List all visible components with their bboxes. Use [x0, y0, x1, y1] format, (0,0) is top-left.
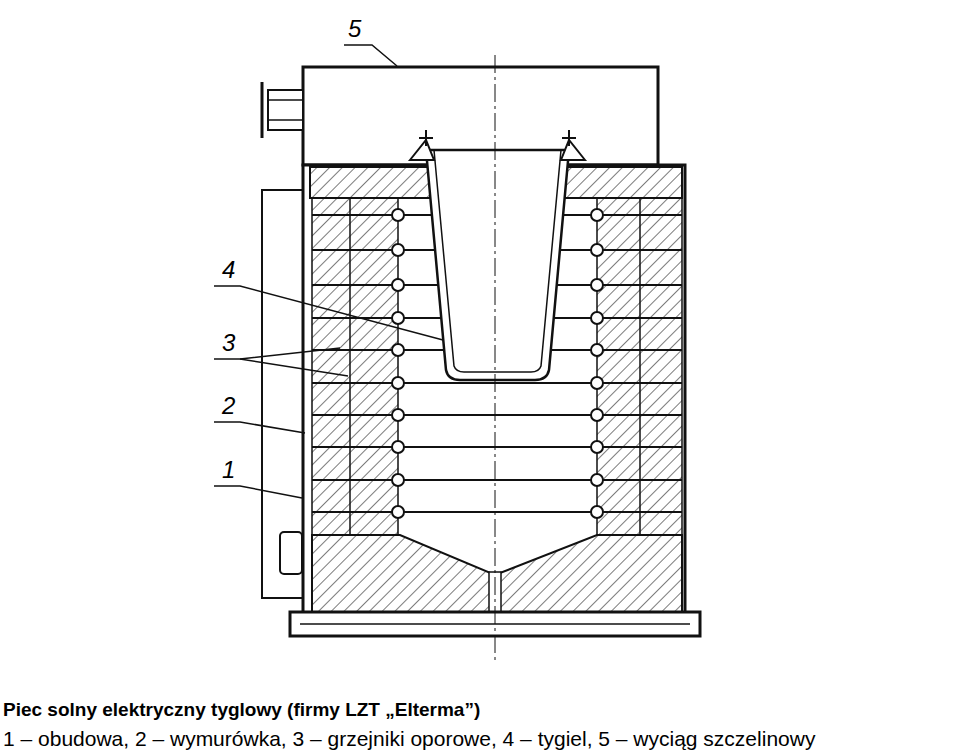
callout-number: 5 — [347, 15, 362, 43]
figure-title: Piec solny elektryczny tyglowy (firmy LZ… — [3, 698, 480, 722]
callout-number: 4 — [221, 256, 236, 284]
figure-caption: 1 – obudowa, 2 – wymurówka, 3 – grzejnik… — [3, 726, 815, 752]
callout-number: 2 — [221, 392, 236, 420]
callout-number: 3 — [221, 329, 236, 357]
callout-number: 1 — [221, 456, 236, 484]
